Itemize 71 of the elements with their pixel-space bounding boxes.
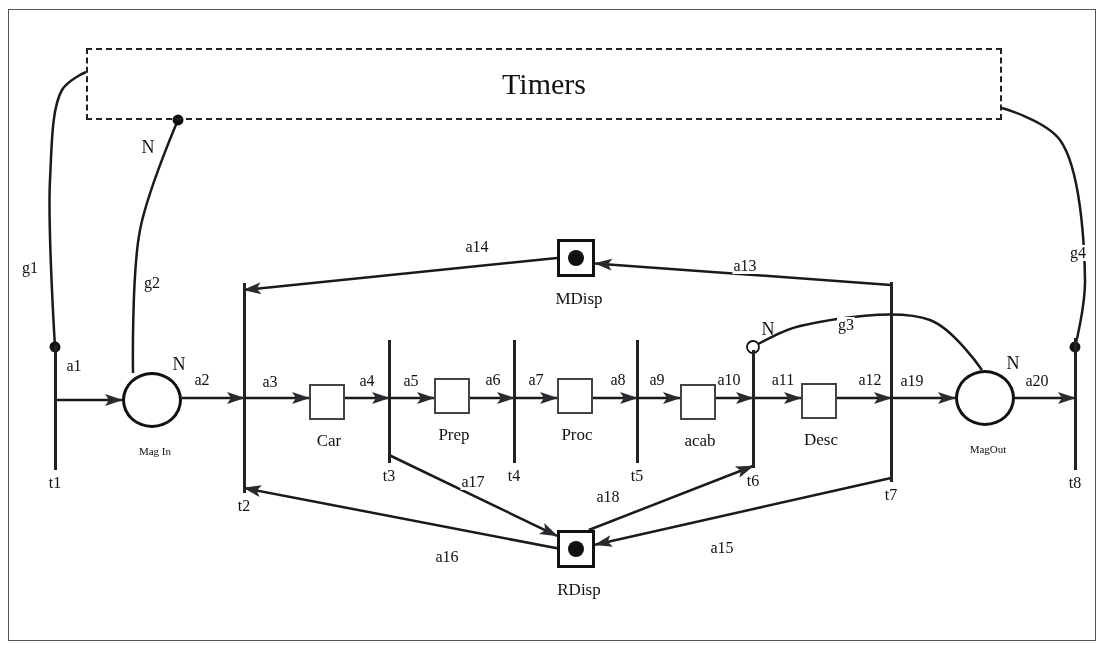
- arc-arrow: [593, 392, 638, 404]
- arc-label: a3: [261, 374, 279, 390]
- dashed-group-box: [86, 48, 1002, 120]
- arc-label: g3: [837, 317, 855, 333]
- arc-label: a16: [434, 549, 460, 565]
- capacity-label: N: [1006, 354, 1020, 372]
- arc-arrow: [594, 476, 892, 547]
- weight-label: N: [761, 320, 775, 338]
- arc-label: a15: [709, 540, 735, 556]
- place-label: Mag In: [138, 445, 172, 457]
- place-label: Proc: [561, 425, 593, 443]
- arc-label: a12: [857, 372, 883, 388]
- transition-label: t3: [382, 468, 396, 484]
- arc-label: a7: [527, 372, 545, 388]
- arc-label: a2: [193, 372, 211, 388]
- arc-arrow: [55, 394, 123, 406]
- arc-arrow: [243, 256, 558, 295]
- inhibitor-arc: [1001, 106, 1087, 353]
- arc-arrow: [514, 392, 558, 404]
- arc-label: a1: [65, 358, 83, 374]
- arc-label: a13: [732, 258, 758, 274]
- place-label: Prep: [438, 425, 470, 443]
- capacity-label: N: [172, 355, 186, 373]
- transition-label: t2: [237, 498, 251, 514]
- place-label: MDisp: [555, 289, 603, 307]
- arc-label: a6: [484, 372, 502, 388]
- place-label: acab: [684, 431, 716, 449]
- arc-label: a4: [358, 373, 376, 389]
- arc-label: a17: [460, 474, 486, 490]
- arc-label: a20: [1024, 373, 1050, 389]
- arc-arrow: [243, 485, 558, 550]
- arc-label: a9: [648, 372, 666, 388]
- weight-label: N: [141, 138, 155, 156]
- arc-arrow: [753, 392, 802, 404]
- arc-arrow: [182, 392, 245, 404]
- arc-label: g2: [143, 275, 161, 291]
- place-label: MagOut: [969, 443, 1007, 455]
- transition-label: t6: [746, 473, 760, 489]
- arc-arrow: [891, 392, 956, 404]
- arc-label: a11: [770, 372, 796, 388]
- arc-label: a8: [609, 372, 627, 388]
- arc-label: g4: [1069, 245, 1087, 261]
- arc-arrow: [837, 392, 892, 404]
- arc-label: a19: [899, 373, 925, 389]
- arc-arrow: [470, 392, 515, 404]
- inhibitor-arc: [131, 114, 184, 373]
- arc-arrow: [389, 392, 435, 404]
- arc-label: a5: [402, 373, 420, 389]
- inhibitor-arc: [746, 313, 983, 371]
- arc-label: g1: [21, 260, 39, 276]
- transition-label: t5: [630, 468, 644, 484]
- transition-label: t4: [507, 468, 521, 484]
- arc-label: a14: [464, 239, 490, 255]
- group-title: Timers: [502, 67, 586, 101]
- arc-arrow: [1015, 392, 1076, 404]
- arc-arrow: [244, 392, 310, 404]
- transition-label: t7: [884, 487, 898, 503]
- place-label: Car: [316, 431, 342, 449]
- arc-arrow: [637, 392, 681, 404]
- place-label: Desc: [804, 430, 838, 448]
- arc-arrow: [345, 392, 390, 404]
- arc-arrow: [588, 464, 754, 532]
- arc-arrow: [716, 392, 754, 404]
- arc-arrow: [388, 453, 558, 537]
- transition-label: t1: [48, 475, 62, 491]
- inhibitor-arc: [48, 70, 87, 353]
- arc-label: a10: [716, 372, 742, 388]
- place-label: RDisp: [557, 580, 601, 598]
- arc-label: a18: [595, 489, 621, 505]
- transition-label: t8: [1068, 475, 1082, 491]
- arc-arrow: [594, 258, 892, 287]
